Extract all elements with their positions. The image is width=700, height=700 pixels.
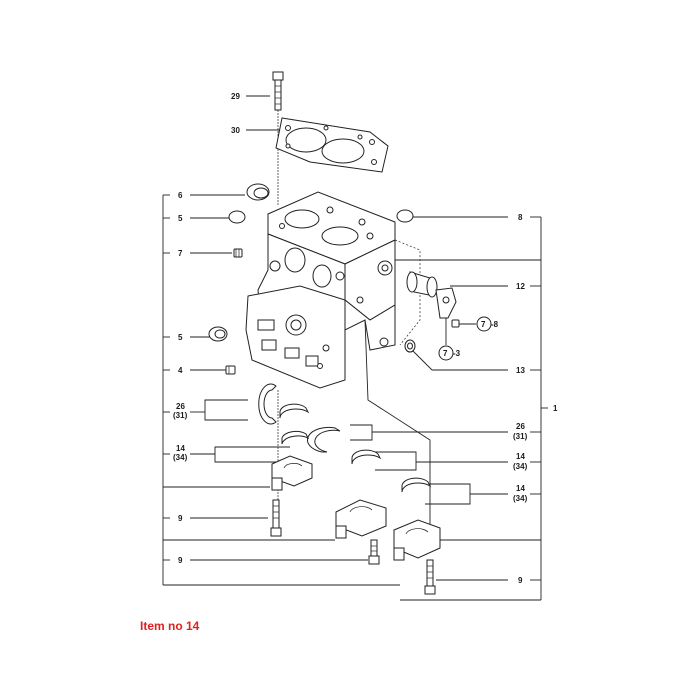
plug-8 xyxy=(396,209,414,223)
washer-13 xyxy=(404,339,416,353)
cylinder-block xyxy=(245,191,421,389)
callout-1: 1 xyxy=(553,404,558,413)
callout-14-left: 14 xyxy=(176,444,185,453)
plug-4 xyxy=(225,365,236,375)
callout-9-middle: 9 xyxy=(178,556,183,565)
callout-31-right: (31) xyxy=(513,432,528,441)
callout-7: 7 xyxy=(178,249,183,258)
callout-7-8-suffix: -8 xyxy=(491,320,499,329)
callout-7-8-number: 7 xyxy=(481,320,486,329)
seal-5-lower xyxy=(208,326,228,342)
callout-29: 29 xyxy=(231,92,240,101)
bolt-7-8 xyxy=(451,319,460,328)
bolt-29 xyxy=(272,71,284,111)
callout-14-middle: 14 xyxy=(516,452,525,461)
callout-8: 8 xyxy=(518,213,523,222)
leader-lines xyxy=(190,95,508,581)
bearing-shell-14-left-lower xyxy=(281,430,310,445)
right-bracket xyxy=(400,216,548,601)
bolt-9-left xyxy=(270,499,282,537)
plug-5-top xyxy=(228,210,246,224)
item-caption: Item no 14 xyxy=(140,619,200,633)
callout-26-right: 26 xyxy=(516,422,525,431)
callout-34-middle: (34) xyxy=(513,462,528,471)
callout-14-right: 14 xyxy=(516,484,525,493)
bearing-shell-14-mid xyxy=(351,449,382,465)
callout-9-left: 9 xyxy=(178,514,183,523)
callout-7-3-number: 7 xyxy=(443,349,448,358)
bolt-9-right xyxy=(424,559,436,595)
callout-6: 6 xyxy=(178,191,183,200)
bearing-cap-middle xyxy=(335,499,387,539)
callout-30: 30 xyxy=(231,126,240,135)
left-bracket xyxy=(162,194,400,586)
callout-5-lower: 5 xyxy=(178,333,183,342)
callout-12: 12 xyxy=(516,282,525,291)
cover-7-3 xyxy=(435,287,457,319)
callout-5-top: 5 xyxy=(178,214,183,223)
thrust-washer-26-right xyxy=(306,426,341,453)
bearing-cap-left xyxy=(271,455,313,491)
callout-34-left: (34) xyxy=(173,453,188,462)
circled-ref-7-8 xyxy=(476,316,492,332)
callout-labels: 29 30 6 5 7 5 4 26 (31) 14 (34) 9 9 8 12… xyxy=(173,92,558,585)
head-gasket-30 xyxy=(275,117,389,173)
bushing-12 xyxy=(406,271,438,298)
callout-31-left: (31) xyxy=(173,411,188,420)
thrust-washer-26-left xyxy=(258,383,277,425)
plug-7 xyxy=(233,248,243,258)
callout-13: 13 xyxy=(516,366,525,375)
bearing-shell-14-left-upper xyxy=(279,403,310,419)
callout-34-right: (34) xyxy=(513,494,528,503)
bearing-shell-14-right xyxy=(401,477,432,493)
callout-26-left: 26 xyxy=(176,402,185,411)
bearing-cap-right xyxy=(393,519,441,561)
callout-9-right: 9 xyxy=(518,576,523,585)
plug-6 xyxy=(246,183,270,201)
callout-4: 4 xyxy=(178,366,183,375)
callout-7-3-suffix: -3 xyxy=(453,349,461,358)
bolt-9-middle xyxy=(368,539,380,565)
circled-ref-7-3 xyxy=(438,345,454,361)
